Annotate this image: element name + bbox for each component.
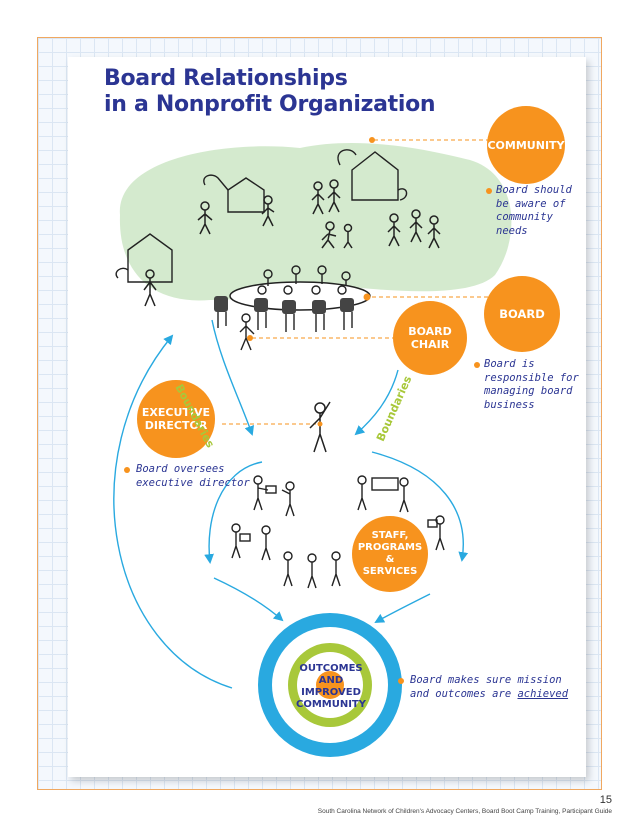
arrow-right-to-outcomes (374, 593, 431, 623)
board-table-icon (214, 265, 371, 351)
executive-director-node-label: EXECUTIVE DIRECTOR (141, 406, 211, 432)
house-icon (337, 149, 408, 201)
executive-note: Board oversees executive director (136, 463, 254, 490)
footer-source: South Carolina Network of Children's Adv… (317, 808, 612, 815)
bullet-dot (474, 362, 480, 368)
arrow-board-to-director-left (211, 319, 255, 436)
outcomes-note-emphasis: achieved (517, 687, 569, 700)
arrow-board-to-director-right (354, 369, 399, 436)
board-chair-node: BOARD CHAIR (393, 301, 467, 375)
community-node: COMMUNITY (487, 106, 565, 184)
dashed-connector-lines (222, 139, 490, 425)
board-node: BOARD (484, 276, 560, 352)
staff-node: STAFF, PROGRAMS & SERVICES (352, 516, 428, 592)
staff-people-icon (231, 475, 445, 589)
community-note: Board should be aware of community needs (496, 184, 582, 238)
title-line-1: Board Relationships (104, 66, 348, 91)
community-cloud (119, 142, 512, 301)
board-chair-node-label: BOARD CHAIR (408, 325, 452, 351)
house-icon (115, 233, 173, 283)
board-node-label: BOARD (499, 306, 545, 321)
community-anchor-dot (369, 137, 375, 143)
page-title: Board Relationships in a Nonprofit Organ… (104, 66, 436, 118)
arrow-left-to-staff (204, 461, 263, 564)
executive-note-text: Board oversees executive director (136, 463, 250, 489)
executive-director-figure (309, 401, 331, 453)
outcomes-target (258, 613, 402, 757)
community-note-text: Board should be aware of community needs (496, 184, 572, 237)
executive-director-node: EXECUTIVE DIRECTOR (137, 380, 215, 458)
board-note-text: Board is responsible for managing board … (484, 358, 579, 411)
board-note: Board is responsible for managing board … (484, 358, 580, 412)
bullet-dot (486, 188, 492, 194)
bullet-dot (398, 678, 404, 684)
community-node-label: COMMUNITY (487, 138, 565, 152)
page-number: 15 (599, 794, 612, 806)
chair-anchor-dot (247, 335, 253, 341)
community-people-icon (143, 179, 441, 307)
arrow-left-to-outcomes (213, 577, 284, 622)
outcomes-note: Board makes sure mission and outcomes ar… (410, 674, 580, 701)
arrow-right-to-staff (371, 451, 469, 562)
flow-arrows (113, 319, 469, 689)
arrow-outcomes-to-community (113, 334, 233, 689)
outcomes-label: OUTCOMES AND IMPROVED COMMUNITY (295, 663, 366, 710)
staff-node-label: STAFF, PROGRAMS & SERVICES (357, 530, 423, 577)
bullet-dot (124, 467, 130, 473)
title-line-2: in a Nonprofit Organization (104, 92, 436, 117)
outcomes-note-text: Board makes sure mission and outcomes ar… (410, 674, 562, 700)
